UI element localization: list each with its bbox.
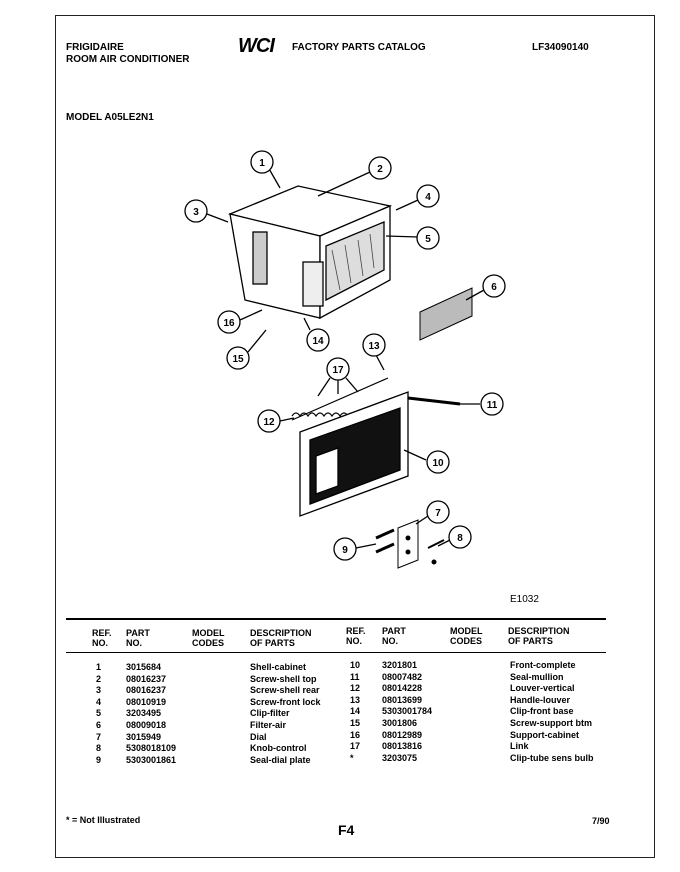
parts-row-desc: Handle-louver (510, 694, 571, 705)
parts-row-part: 5308018109 (126, 743, 177, 754)
parts-row-ref: 3 (96, 685, 102, 696)
parts-row-desc: Filter-air (250, 720, 287, 730)
parts-row-part: 08016237 (126, 673, 167, 684)
callout-17: 17 (332, 365, 344, 376)
parts-row-part: 08009018 (126, 720, 167, 730)
model-label: MODEL A05LE2N1 (66, 112, 154, 123)
parts-row-ref: 16 (350, 729, 361, 740)
parts-row-ref: 4 (96, 696, 102, 707)
hdr-ref-left: REF.NO. (92, 628, 112, 648)
callout-9: 9 (342, 545, 348, 556)
callout-8: 8 (457, 533, 463, 544)
parts-row-ref: 5 (96, 708, 102, 719)
parts-row-part: 5303001784 (382, 706, 433, 717)
parts-row-part: 08016237 (126, 685, 167, 696)
brand-block: FRIGIDAIRE ROOM AIR CONDITIONER (66, 42, 190, 66)
parts-row-desc: Louver-vertical (510, 683, 575, 694)
parts-row-part: 3015684 (126, 662, 162, 672)
cabinet-shell-drawing (227, 185, 393, 320)
hdr-ref-right: REF.NO. (346, 626, 366, 646)
parts-row-part: 5303001861 (126, 754, 177, 765)
parts-row-ref: 9 (96, 754, 102, 765)
parts-row-part: 08013699 (382, 694, 423, 705)
table-top-rule (66, 618, 606, 620)
callout-6: 6 (491, 282, 497, 293)
parts-row-part: 08014228 (382, 683, 423, 694)
brand-name: FRIGIDAIRE (66, 42, 124, 53)
parts-row-ref: 17 (350, 741, 361, 752)
parts-row-ref: 10 (350, 660, 361, 670)
revision-date: 7/90 (592, 816, 610, 826)
parts-row-part: 08010919 (126, 696, 167, 707)
parts-row-ref: * (350, 752, 354, 763)
parts-row-ref: 15 (350, 718, 361, 728)
parts-row-ref: 13 (350, 694, 361, 705)
parts-row-desc: Shell-cabinet (250, 662, 307, 672)
parts-row-desc: Clip-tube sens bulb (510, 752, 594, 763)
exploded-parts-diagram: 1 2 3 4 5 6 7 8 9 10 (184, 150, 506, 569)
callout-14: 14 (312, 336, 324, 347)
table-header-rule (66, 652, 606, 653)
parts-row-desc: Dial (250, 731, 267, 742)
parts-row-part: 3201801 (382, 660, 418, 670)
parts-row-part: 3203075 (382, 752, 418, 763)
callout-13: 13 (368, 341, 380, 352)
callout-7: 7 (435, 508, 441, 519)
parts-row-desc: Screw-shell top (250, 673, 317, 684)
parts-row-desc: Support-cabinet (510, 729, 579, 740)
callout-4: 4 (425, 192, 431, 203)
parts-row-part: 3203495 (126, 708, 162, 719)
parts-row-ref: 7 (96, 731, 102, 742)
dial-plate-drawing (375, 519, 445, 569)
parts-row-desc: Screw-front lock (250, 696, 321, 707)
product-name: ROOM AIR CONDITIONER (66, 54, 190, 65)
callout-16: 16 (223, 318, 235, 329)
page-number: F4 (338, 822, 355, 838)
callout-12: 12 (263, 417, 275, 428)
parts-row-desc: Clip-filter (250, 708, 290, 719)
catalog-title: FACTORY PARTS CATALOG (292, 42, 426, 53)
parts-row-ref: 2 (96, 673, 102, 684)
parts-row-ref: 8 (96, 743, 102, 754)
air-filter-drawing (419, 287, 473, 341)
callout-2: 2 (377, 164, 383, 175)
catalog-number: LF34090140 (532, 42, 589, 53)
callouts: 1 2 3 4 5 6 7 8 9 10 (184, 150, 506, 561)
parts-row-part: 08007482 (382, 671, 423, 682)
parts-row-ref: 12 (350, 683, 361, 694)
parts-row-desc: Seal-dial plate (250, 754, 311, 765)
page-border (55, 15, 655, 858)
parts-row-ref: 14 (350, 706, 361, 717)
parts-row-desc: Screw-shell rear (250, 685, 320, 696)
parts-row-desc: Front-complete (510, 660, 576, 670)
parts-row-part: 3015949 (126, 731, 162, 742)
parts-row-ref: 11 (350, 671, 360, 682)
parts-row-desc: Knob-control (250, 743, 307, 754)
front-panel-drawing (299, 391, 461, 517)
parts-row-ref: 1 (96, 662, 102, 672)
parts-row-desc: Seal-mullion (510, 671, 564, 682)
parts-row-part: 08012989 (382, 729, 423, 740)
parts-row-part: 3001806 (382, 718, 418, 728)
footnote: * = Not Illustrated (66, 815, 141, 825)
parts-row-ref: 6 (96, 720, 102, 730)
callout-10: 10 (432, 458, 444, 469)
parts-row-desc: Screw-support btm (510, 718, 593, 728)
parts-row-desc: Clip-front base (510, 706, 574, 717)
callout-15: 15 (232, 354, 244, 365)
parts-row-part: 08013816 (382, 741, 423, 752)
callout-5: 5 (425, 234, 431, 245)
figure-number: E1032 (510, 594, 539, 605)
wci-logo: WCI (238, 35, 275, 57)
callout-11: 11 (487, 400, 498, 411)
callout-1: 1 (259, 158, 265, 169)
callout-3: 3 (193, 207, 199, 218)
parts-row-desc: Link (510, 741, 529, 752)
